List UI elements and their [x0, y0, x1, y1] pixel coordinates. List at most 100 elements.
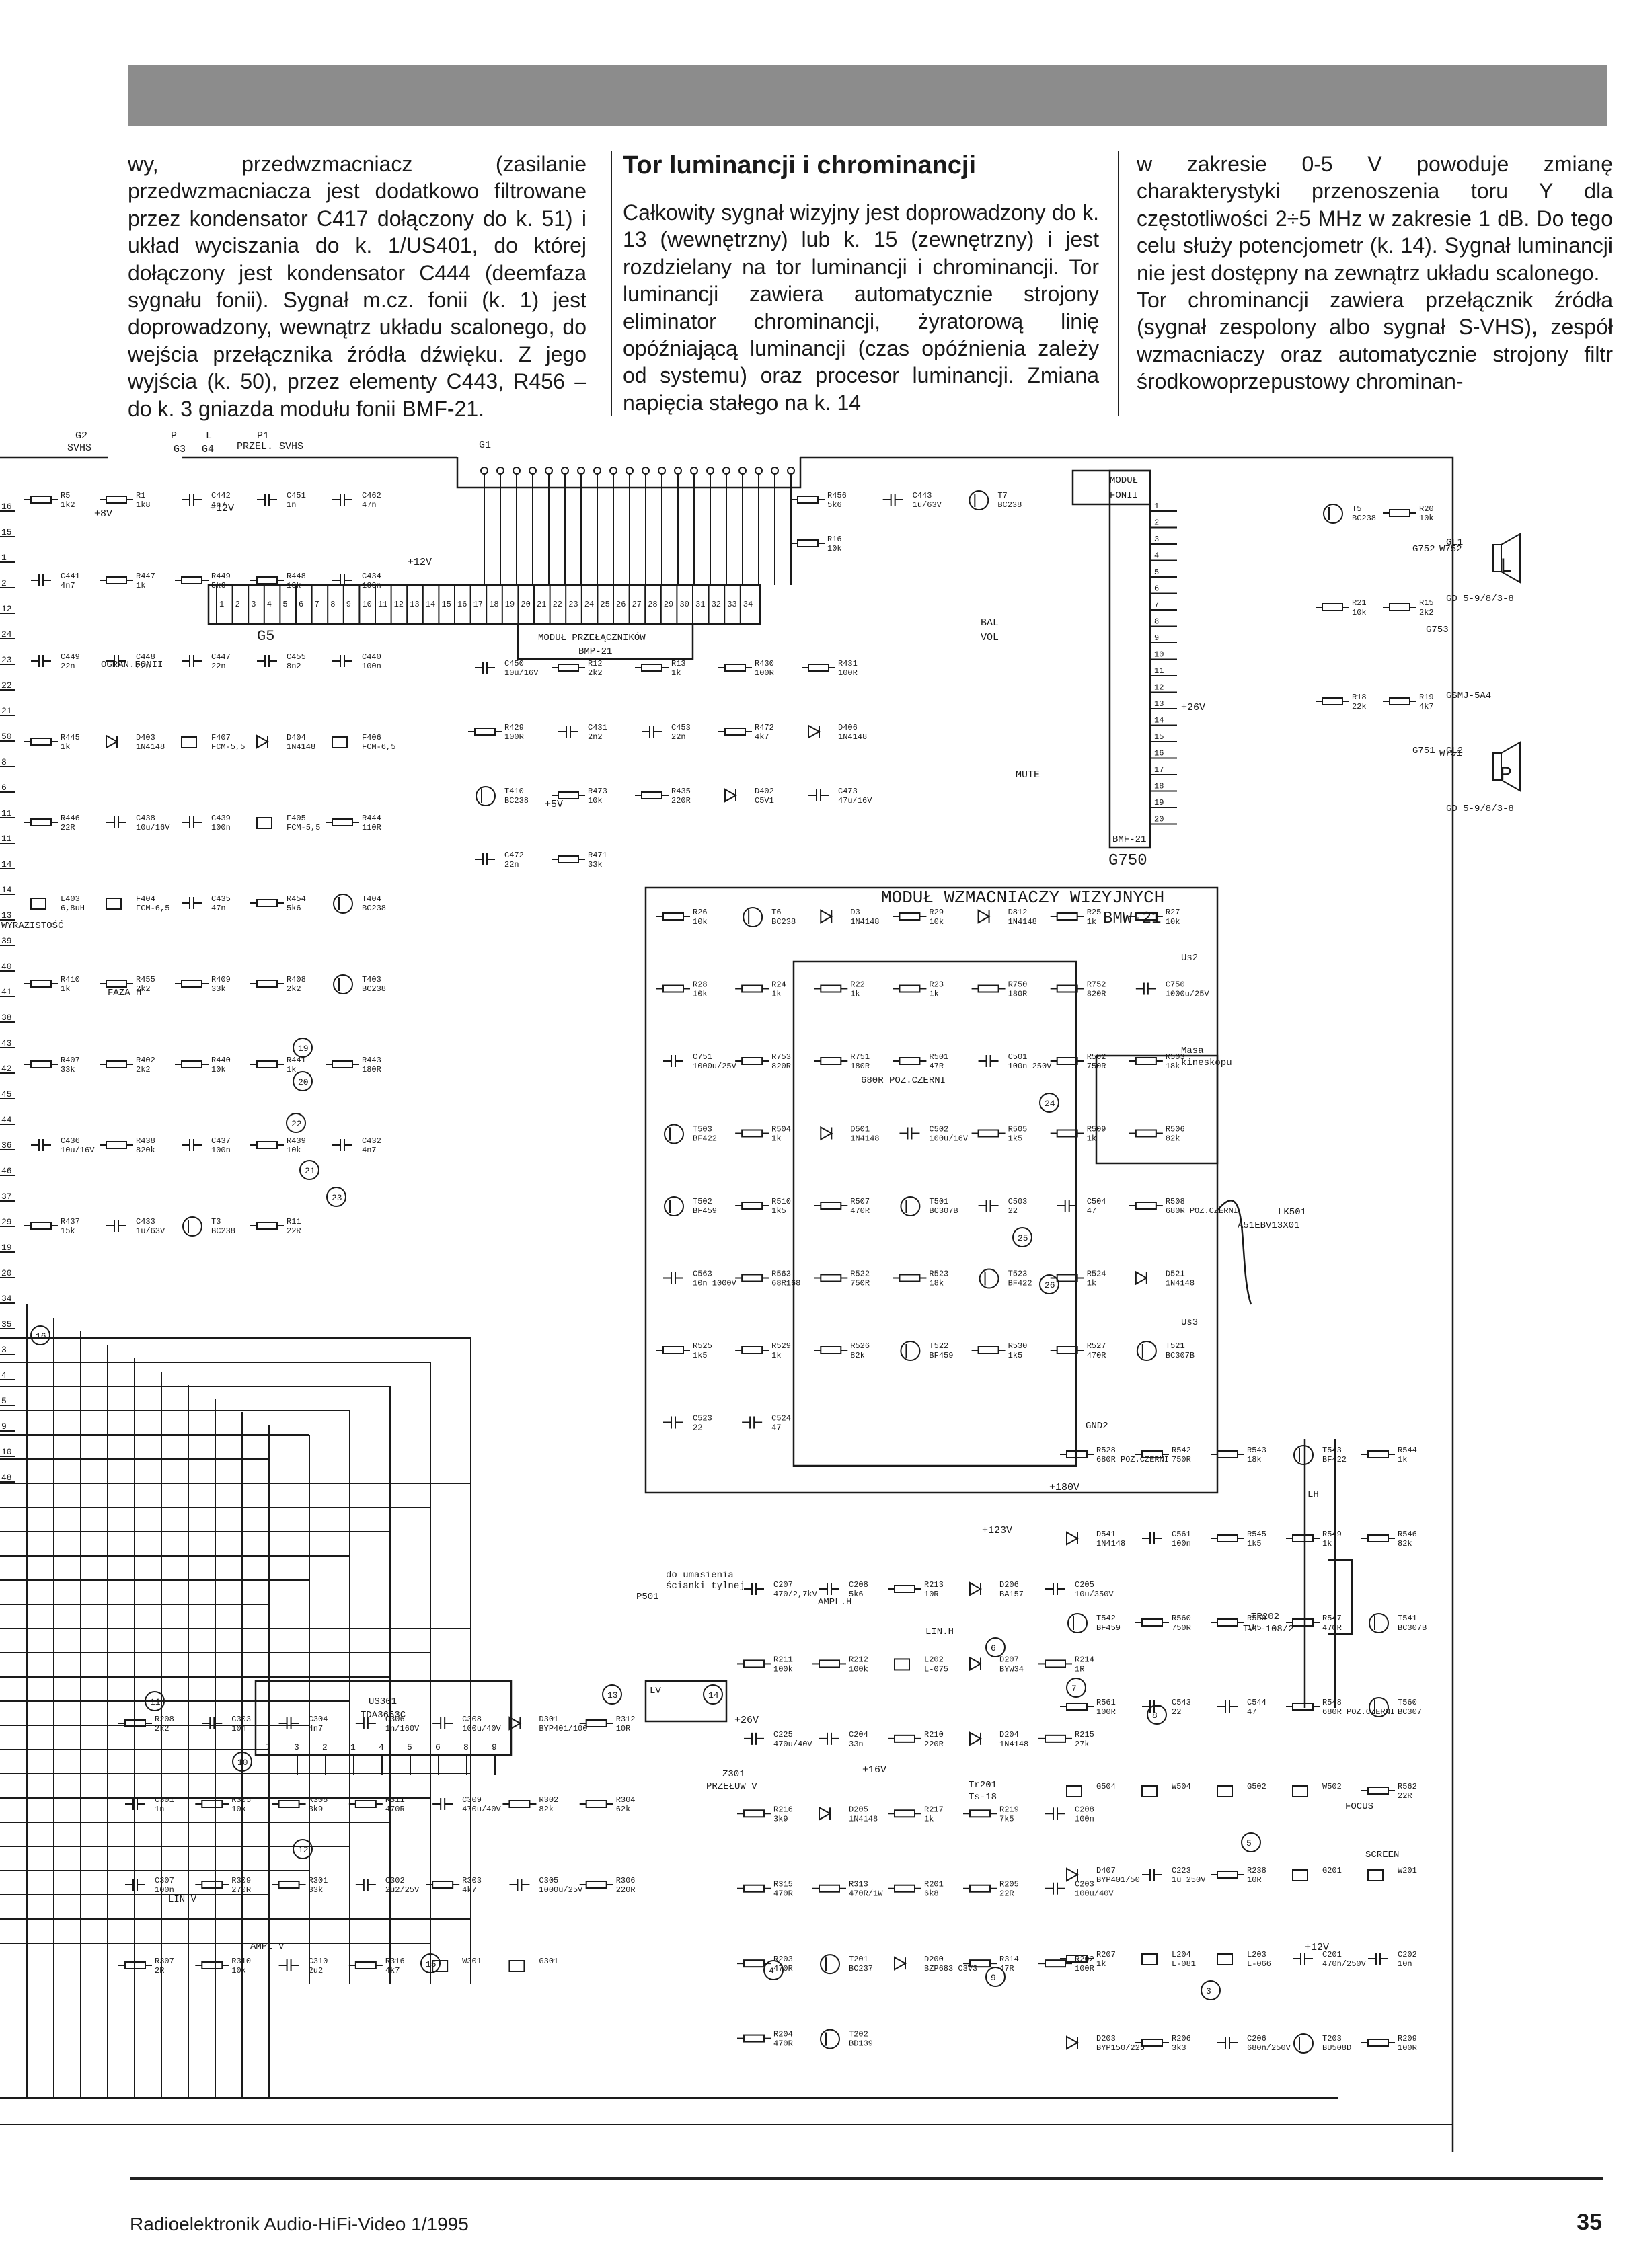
- transistor-symbol: [1293, 1445, 1314, 1465]
- resistor-symbol: [797, 496, 819, 504]
- resistor-symbol: [1056, 1057, 1078, 1065]
- connector-label: G5: [257, 628, 274, 645]
- g1-pin: [755, 467, 763, 475]
- component-value: 1k: [1096, 1959, 1106, 1969]
- component-ref: R313: [849, 1880, 868, 1889]
- component-value: 6,8uH: [61, 904, 85, 913]
- g1-pin: [609, 467, 617, 475]
- component-value: 18k: [1166, 1062, 1180, 1071]
- resistor-symbol: [899, 912, 921, 921]
- przelacznik-title: MODUŁ PRZEŁĄCZNIKÓW: [538, 631, 646, 643]
- component-ref: R215: [1075, 1730, 1094, 1739]
- edge-pin-number: 40: [1, 962, 12, 972]
- callout-number: 22: [291, 1119, 302, 1129]
- component-ref: D3: [850, 908, 860, 917]
- component-ref: R472: [755, 723, 774, 732]
- component-value: 10k: [211, 1065, 226, 1074]
- adjust-label: AMPL V: [250, 1941, 285, 1952]
- component-ref: C308: [462, 1715, 482, 1724]
- component-symbol: [894, 1658, 910, 1671]
- component-value: 33k: [588, 860, 603, 869]
- component-value: 100R: [504, 732, 524, 742]
- note: do umasienia: [666, 1570, 734, 1581]
- callout-number: 25: [1018, 1233, 1028, 1243]
- component-value: 100R: [1075, 1964, 1094, 1973]
- resistor-symbol: [977, 984, 999, 993]
- resistor-symbol: [899, 984, 921, 993]
- component-ref: D406: [838, 723, 858, 732]
- component-value: 1k5: [1008, 1134, 1023, 1144]
- resistor-symbol: [1367, 1534, 1389, 1542]
- component-ref: D204: [999, 1730, 1019, 1739]
- component-value: L-066: [1247, 1959, 1271, 1969]
- component-ref: G301: [539, 1957, 558, 1966]
- component-value: 10u/16V: [61, 1146, 95, 1155]
- rail-label: +26V: [1181, 702, 1205, 713]
- component-value: 3k9: [309, 1805, 324, 1814]
- transformer-code: TVL-108/2: [1243, 1624, 1294, 1635]
- component-value: 4n7: [211, 500, 226, 510]
- component-value: 10u/350V: [1075, 1590, 1114, 1599]
- g5-pin-number: 5: [282, 600, 287, 609]
- component-symbol: [1141, 1953, 1158, 1965]
- component-ref: C455: [287, 652, 306, 662]
- resistor-symbol: [1292, 1534, 1314, 1542]
- component-ref: R409: [211, 975, 231, 984]
- speaker-type: GD 5-9/8/3-8: [1446, 594, 1514, 604]
- component-value: 1000u/25V: [1166, 990, 1210, 999]
- resistor-symbol: [106, 1141, 127, 1149]
- g1-pin: [658, 467, 666, 475]
- resistor-symbol: [1056, 1274, 1078, 1282]
- resistor-symbol: [741, 1202, 763, 1210]
- component-value: 1k: [850, 990, 860, 999]
- diode-symbol: [808, 724, 821, 739]
- resistor-symbol: [508, 1800, 531, 1808]
- resistor-symbol: [741, 984, 763, 993]
- paragraph: Całkowity sygnał wizyjny jest doprowadzo…: [623, 200, 1099, 415]
- paragraph: Tor chrominancji zawiera przełącznik źró…: [1137, 288, 1613, 394]
- g1-pin: [722, 467, 730, 475]
- component-ref: C502: [929, 1125, 948, 1134]
- component-value: 10k: [693, 917, 708, 927]
- component-value: 470R: [773, 2039, 793, 2049]
- component-value: BC238: [211, 1226, 235, 1236]
- component-ref: R509: [1087, 1125, 1106, 1134]
- component-ref: R560: [1172, 1614, 1191, 1623]
- paragraph: w zakresie 0-5 V powoduje zmianę charakt…: [1137, 152, 1613, 285]
- component-ref: R527: [1087, 1341, 1106, 1351]
- resistor-symbol: [1389, 509, 1410, 517]
- resistor-symbol: [181, 1060, 202, 1068]
- callout-number: 15: [426, 1959, 437, 1969]
- component-symbol: [181, 736, 197, 748]
- ic-pin-number: 2: [322, 1742, 328, 1752]
- connector-label: L: [206, 430, 212, 442]
- transistor-symbol: [900, 1341, 921, 1361]
- connector-label: P: [171, 430, 177, 442]
- resistor-symbol: [743, 1809, 765, 1818]
- component-ref: R311: [385, 1795, 405, 1805]
- connector-label: GL2: [1446, 746, 1463, 756]
- component-value: 1k2: [61, 500, 75, 510]
- component-ref: R542: [1172, 1446, 1191, 1455]
- component-value: 2k2: [136, 1065, 151, 1074]
- component-value: 470R: [773, 1964, 793, 1973]
- component-value: 82k: [1166, 1134, 1180, 1144]
- callout-circle: [1012, 1227, 1032, 1247]
- component-ref: R751: [850, 1052, 870, 1062]
- component-ref: C441: [61, 572, 80, 581]
- g5-pin-number: 34: [743, 600, 753, 609]
- component-ref: R446: [61, 814, 80, 823]
- edge-pin-number: 46: [1, 1166, 12, 1176]
- resistor-symbol: [1141, 2039, 1163, 2047]
- component-ref: R522: [850, 1269, 870, 1279]
- component-value: 4n7: [362, 1146, 377, 1155]
- diode-symbol: [820, 1126, 833, 1141]
- g1-pin: [771, 467, 779, 475]
- component-ref: R547: [1322, 1614, 1342, 1623]
- g5-pin-number: 6: [299, 600, 303, 609]
- ic-type: TDA3653C: [361, 1710, 406, 1721]
- component-ref: C433: [136, 1217, 155, 1226]
- transistor-symbol: [182, 1216, 202, 1237]
- g5-pin-number: 8: [330, 600, 335, 609]
- component-ref: T6: [771, 908, 781, 917]
